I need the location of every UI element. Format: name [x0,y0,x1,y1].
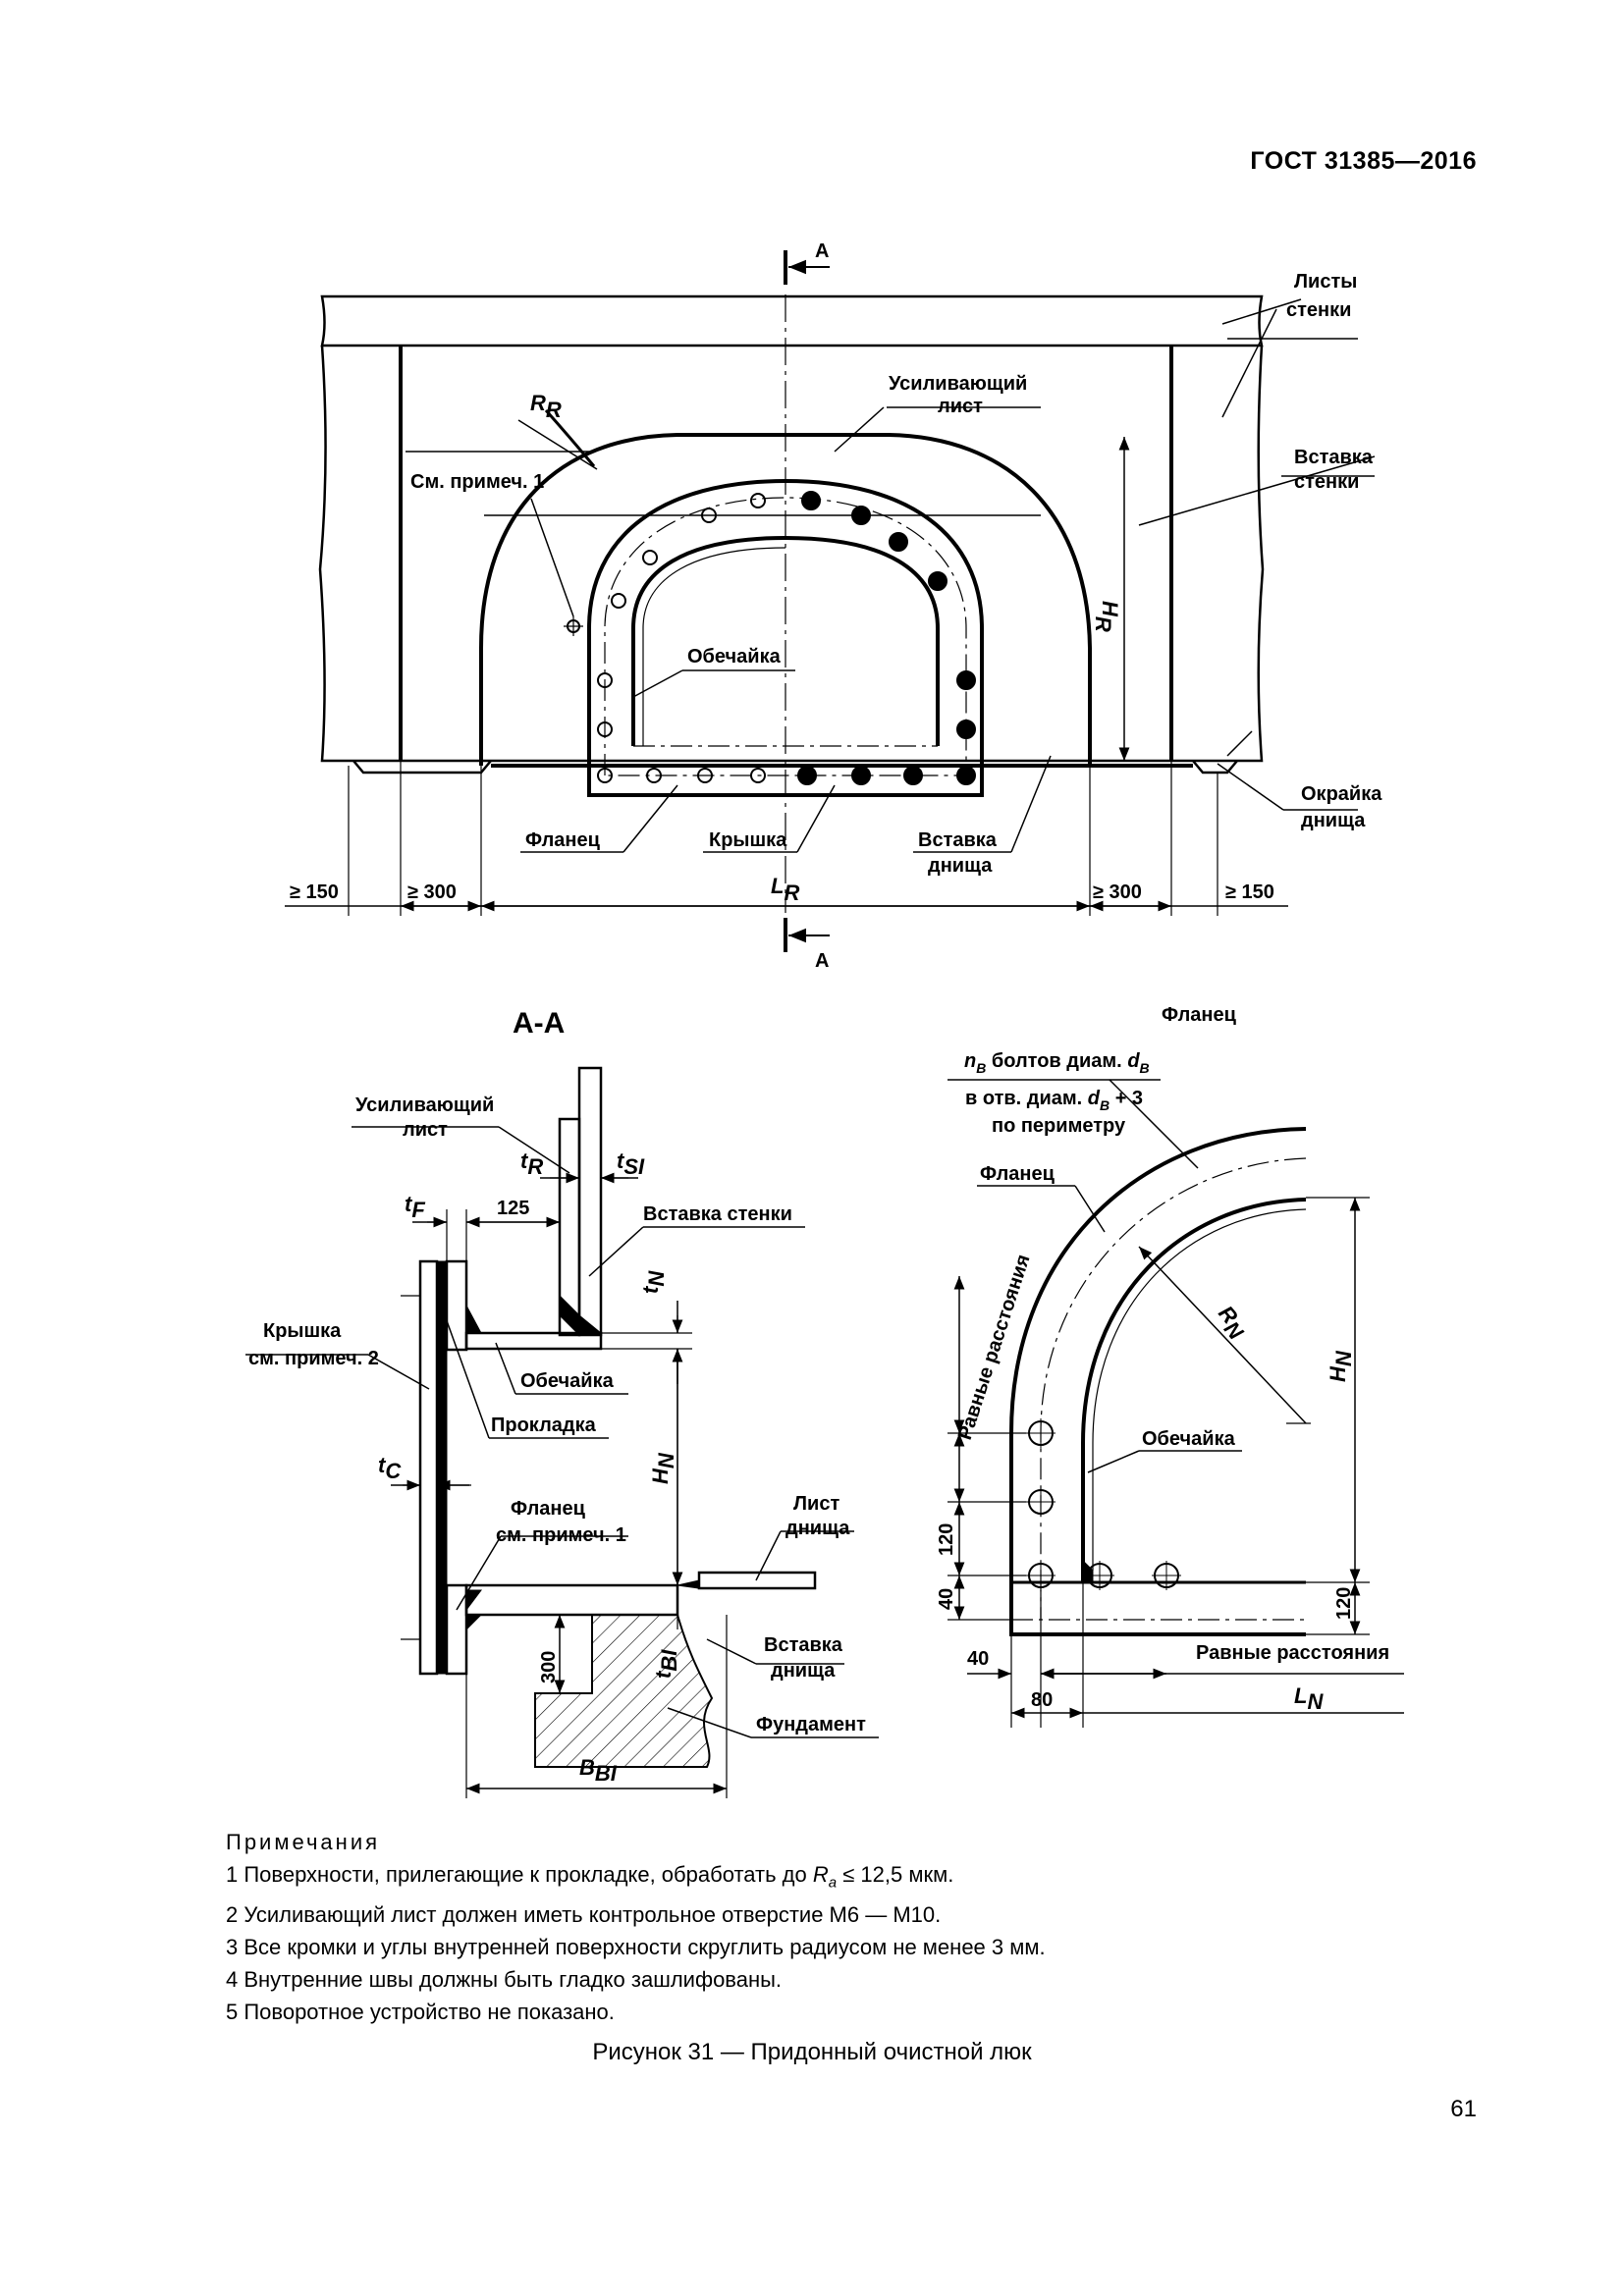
see-note-label: См. примеч. 1 [410,471,544,493]
section-mark-top: A [815,240,829,262]
dim-300-section: 300 [538,1651,560,1683]
dim-120-right: 120 [1333,1587,1355,1620]
flange-view [947,1079,1404,1728]
flange-label: Фланец [525,829,601,851]
tf-label: tF [405,1192,425,1222]
bottom-sheet-label-2: днища [785,1518,850,1539]
rn-label: RN [1210,1301,1254,1345]
section-mark-bottom: A [815,950,829,972]
flange-view-labels: Фланец nB болтов диам. dB в отв. диам. d… [936,1004,1389,1714]
tr-label: tR [520,1148,543,1179]
tbi-label: tBI [651,1649,681,1679]
gasket-label: Прокладка [491,1415,597,1436]
sv-flange-label-2: см. примеч. 1 [496,1524,626,1546]
perimeter-label: по периметру [992,1115,1126,1137]
wall-sheets-label-2: стенки [1286,299,1351,321]
note-4: 4 Внутренние швы должны быть гладко зашл… [226,1967,783,1993]
ln-label: LN [1294,1683,1324,1714]
dim-40-bottom: 40 [967,1648,989,1670]
note-5: 5 Поворотное устройство не показано. [226,2000,615,2025]
sv-reinforcing-label-1: Усиливающий [355,1095,494,1116]
tc-label: tC [378,1453,402,1483]
dim-300-right: ≥ 300 [1093,881,1142,903]
sv-bottom-insert-label-1: Вставка [764,1634,843,1656]
sv-cover-label-1: Крышка [263,1320,342,1342]
figure-caption: Рисунок 31 — Придонный очистной люк [592,2039,1032,2065]
fv-flange-label: Фланец [980,1163,1056,1185]
sv-cover-label-2: см. примеч. 2 [248,1348,379,1369]
sv-hn-label: HN [648,1452,678,1484]
section-view [245,1066,879,1798]
top-view-labels: A A Листы стенки Усиливающий лист Вставк… [290,240,1382,972]
dim-150-left: ≥ 150 [290,881,339,903]
sv-shell-label: Обечайка [520,1370,615,1392]
bolts-label: nB болтов диам. dB [964,1050,1150,1076]
tsi-label: tSI [617,1148,645,1179]
rr-label: RR [530,391,562,422]
notes-block: Примечания 1 Поверхности, прилегающие к … [226,1826,1046,2028]
dim-80: 80 [1031,1689,1053,1711]
dim-300-left: ≥ 300 [407,881,457,903]
sv-flange-label-1: Фланец [511,1498,586,1520]
dim-150-right: ≥ 150 [1225,881,1274,903]
note-3: 3 Все кромки и углы внутренней поверхнос… [226,1935,1046,1960]
sv-reinforcing-label-2: лист [403,1119,448,1141]
reinforcing-plate-label-1: Усиливающий [889,373,1027,395]
hr-label: HR [1091,601,1122,632]
bottom-edge-label-2: днища [1301,810,1366,831]
bottom-sheet-label-1: Лист [793,1493,839,1515]
flange-view-title: Фланец [1162,1004,1237,1026]
dim-40-left: 40 [936,1588,957,1610]
fv-shell-label: Обечайка [1142,1428,1236,1450]
bbi-label: BBI [579,1755,618,1786]
section-view-labels: A-A Усиливающий лист tR tSI tF 125 Встав… [248,1007,866,1786]
page-number: 61 [1450,2096,1477,2122]
fv-hn-label: HN [1326,1350,1356,1382]
wall-insert-label-1: Вставка [1294,447,1374,468]
holes-label: в отв. диам. dB + 3 [965,1088,1143,1113]
note-1: 1 Поверхности, прилегающие к прокладке, … [226,1862,954,1892]
lr-label: LR [771,874,799,905]
note-2: 2 Усиливающий лист должен иметь контроль… [226,1902,942,1928]
sv-wall-insert-label: Вставка стенки [643,1203,792,1225]
shell-label: Обечайка [687,646,782,667]
dim-125: 125 [497,1198,529,1219]
top-view [285,250,1376,952]
foundation-label: Фундамент [756,1714,866,1735]
bottom-insert-label-2: днища [928,855,993,877]
dim-120-left: 120 [936,1523,957,1556]
standard-number: ГОСТ 31385—2016 [1250,147,1477,175]
bottom-insert-label-1: Вставка [918,829,998,851]
bottom-edge-label-1: Окрайка [1301,783,1382,805]
tn-label: tN [638,1270,669,1294]
reinforcing-plate-label-2: лист [938,396,983,417]
wall-sheets-label-1: Листы [1294,271,1357,293]
wall-insert-label-2: стенки [1294,471,1359,493]
sv-bottom-insert-label-2: днища [771,1660,836,1682]
notes-title: Примечания [226,1830,381,1854]
section-title: A-A [513,1007,565,1040]
equal-spacing-horizontal: Равные расстояния [1196,1642,1389,1664]
cover-label: Крышка [709,829,787,851]
